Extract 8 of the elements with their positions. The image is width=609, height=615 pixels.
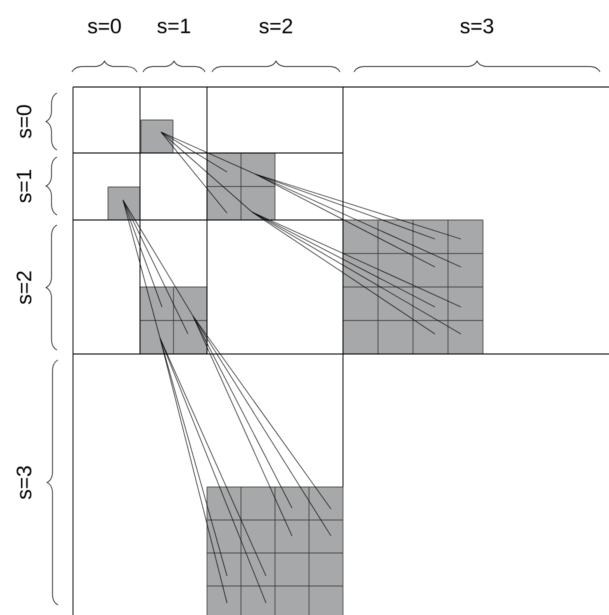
scale-label: s=2 xyxy=(16,271,32,304)
scale-label: s=3 xyxy=(16,466,32,500)
scale-label: s=1 xyxy=(16,170,32,203)
scale-label: s=2 xyxy=(259,18,292,34)
scale-label: s=1 xyxy=(157,18,190,34)
scale-label: s=0 xyxy=(88,18,121,34)
scale-label: s=0 xyxy=(16,105,32,138)
scale-label: s=3 xyxy=(460,18,494,34)
